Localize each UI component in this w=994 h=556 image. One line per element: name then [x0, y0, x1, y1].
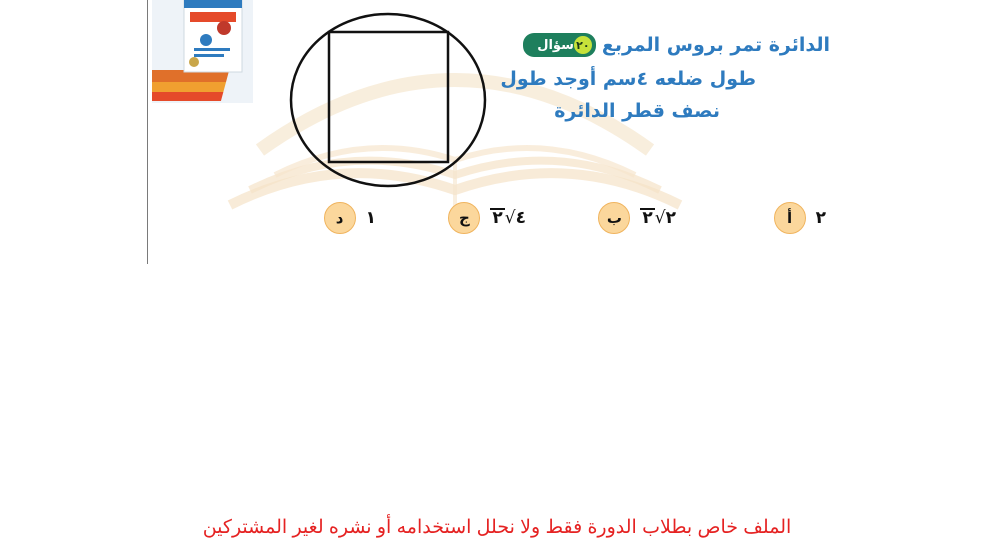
- choice-b-radicand: ٢: [640, 208, 655, 228]
- choice-c-radicand: ٢: [490, 208, 505, 228]
- book-cover-image: [152, 0, 253, 103]
- circle-shape: [289, 12, 487, 188]
- radical-sign-icon: √: [654, 208, 666, 228]
- choice-c[interactable]: ج ٤√٢: [448, 202, 526, 234]
- question-label: سؤال: [537, 37, 574, 53]
- choice-c-coefficient: ٤: [515, 208, 526, 228]
- circle-square-diagram: [289, 12, 487, 188]
- choice-c-value: ٤√٢: [490, 208, 526, 228]
- choice-b-coefficient: ٢: [665, 208, 676, 228]
- choice-b-value: ٢√٢: [640, 208, 676, 228]
- choice-c-letter[interactable]: ج: [448, 202, 481, 234]
- question-badge: سؤال ٢٠: [523, 33, 596, 57]
- choice-a-letter[interactable]: أ: [773, 202, 806, 234]
- left-divider-line: [147, 0, 148, 264]
- question-header: سؤال ٢٠ الدائرة تمر بروس المربع: [523, 33, 830, 57]
- radical-sign-icon: √: [504, 208, 516, 228]
- inscribed-square-shape: [327, 30, 450, 164]
- choice-a[interactable]: أ ٢: [773, 202, 826, 234]
- question-text-line-3: نصف قطر الدائرة: [554, 100, 720, 122]
- question-text-line-2: طول ضلعه ٤سم أوجد طول: [500, 68, 756, 90]
- question-text-line-1: الدائرة تمر بروس المربع: [601, 34, 830, 56]
- choice-b[interactable]: ب ٢√٢: [598, 202, 676, 234]
- choice-a-value: ٢: [815, 208, 826, 228]
- footer-notice: الملف خاص بطلاب الدورة فقط ولا نحلل استخ…: [202, 517, 792, 538]
- choice-d-letter[interactable]: د: [323, 202, 356, 234]
- choice-b-letter[interactable]: ب: [598, 202, 631, 234]
- question-number: ٢٠: [573, 36, 592, 54]
- choice-d-value: ١: [365, 208, 376, 228]
- watermark-logo: [227, 73, 683, 210]
- choice-d[interactable]: د ١: [323, 202, 376, 234]
